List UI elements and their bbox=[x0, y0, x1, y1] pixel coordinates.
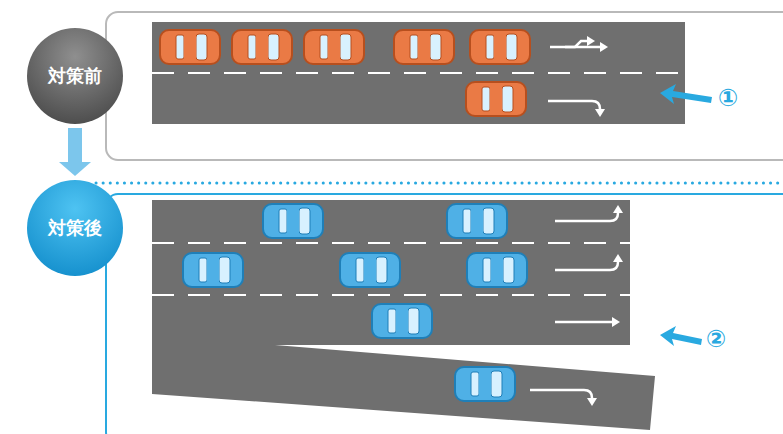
callout-number: ① bbox=[718, 86, 738, 110]
car bbox=[160, 30, 220, 64]
stage-circle: 対策後 bbox=[27, 180, 123, 276]
car bbox=[447, 204, 507, 238]
road bbox=[152, 200, 630, 345]
car bbox=[455, 367, 515, 401]
car bbox=[304, 30, 364, 64]
car bbox=[263, 204, 323, 238]
car bbox=[466, 82, 526, 116]
callout-number: ② bbox=[706, 327, 726, 351]
lane-dashes bbox=[152, 73, 685, 295]
car bbox=[467, 253, 527, 287]
car bbox=[470, 30, 530, 64]
car bbox=[232, 30, 292, 64]
after-panel bbox=[106, 194, 783, 434]
turn-lane bbox=[152, 345, 655, 430]
callout-arrow bbox=[660, 84, 712, 104]
flow-arrow bbox=[59, 128, 91, 176]
callout-arrow bbox=[660, 326, 702, 346]
divider-dots bbox=[96, 182, 783, 185]
stage-label: 対策前 bbox=[48, 64, 102, 88]
direction-arrows bbox=[530, 36, 623, 406]
road bbox=[152, 22, 685, 124]
stage-circle: 対策前 bbox=[27, 28, 123, 124]
car bbox=[372, 304, 432, 338]
stage-label: 対策後 bbox=[48, 216, 102, 240]
car bbox=[183, 253, 243, 287]
car bbox=[340, 253, 400, 287]
car bbox=[394, 30, 454, 64]
before-panel bbox=[106, 12, 783, 160]
